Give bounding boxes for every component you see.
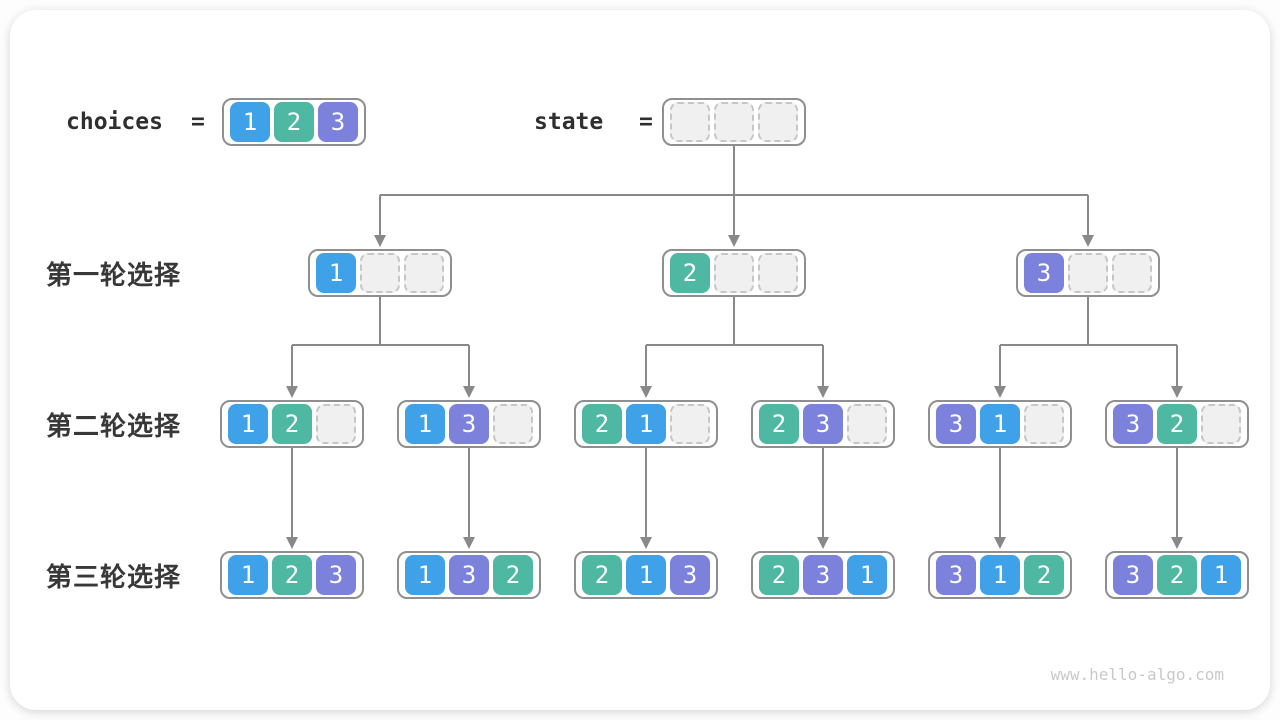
cell-empty <box>1024 404 1064 444</box>
cell-value-2: 2 <box>582 404 622 444</box>
round1-box-2: 2 <box>662 249 806 297</box>
cell-value-3: 3 <box>449 555 489 595</box>
cell-empty <box>714 253 754 293</box>
cell-value-3: 3 <box>449 404 489 444</box>
cell-empty <box>758 102 798 142</box>
cell-value-2: 2 <box>670 253 710 293</box>
cell-value-3: 3 <box>803 555 843 595</box>
cell-empty <box>360 253 400 293</box>
choices-equals-sign: = <box>191 109 205 135</box>
cell-value-3: 3 <box>316 555 356 595</box>
cell-value-3: 3 <box>1113 404 1153 444</box>
cell-value-2: 2 <box>759 555 799 595</box>
state-array-box <box>662 98 806 146</box>
cell-empty <box>1112 253 1152 293</box>
cell-empty <box>758 253 798 293</box>
state-label: state <box>534 109 604 135</box>
round-3-label: 第三轮选择 <box>46 561 182 592</box>
cell-value-3: 3 <box>1024 253 1064 293</box>
cell-value-3: 3 <box>318 102 358 142</box>
cell-value-2: 2 <box>1157 404 1197 444</box>
cell-value-2: 2 <box>272 404 312 444</box>
round1-box-1: 1 <box>308 249 452 297</box>
cell-value-1: 1 <box>980 555 1020 595</box>
cell-value-1: 1 <box>228 555 268 595</box>
cell-value-1: 1 <box>405 404 445 444</box>
round1-box-3: 3 <box>1016 249 1160 297</box>
cell-empty <box>714 102 754 142</box>
cell-empty <box>847 404 887 444</box>
cell-value-1: 1 <box>230 102 270 142</box>
cell-value-1: 1 <box>847 555 887 595</box>
round-2-label: 第二轮选择 <box>46 410 182 441</box>
cell-empty <box>670 102 710 142</box>
cell-empty <box>1201 404 1241 444</box>
state-equals-sign: = <box>639 109 653 135</box>
cell-value-1: 1 <box>316 253 356 293</box>
watermark-url: www.hello-algo.com <box>1050 665 1224 684</box>
cell-value-2: 2 <box>272 555 312 595</box>
cell-value-1: 1 <box>1201 555 1241 595</box>
cell-value-2: 2 <box>1024 555 1064 595</box>
cell-value-3: 3 <box>803 404 843 444</box>
cell-value-2: 2 <box>582 555 622 595</box>
cell-value-2: 2 <box>493 555 533 595</box>
cell-value-1: 1 <box>980 404 1020 444</box>
cell-empty <box>493 404 533 444</box>
cell-empty <box>404 253 444 293</box>
cell-value-2: 2 <box>274 102 314 142</box>
cell-value-3: 3 <box>1113 555 1153 595</box>
cell-empty <box>1068 253 1108 293</box>
cell-empty <box>316 404 356 444</box>
cell-value-2: 2 <box>1157 555 1197 595</box>
cell-value-2: 2 <box>759 404 799 444</box>
cell-value-1: 1 <box>626 404 666 444</box>
cell-empty <box>670 404 710 444</box>
cell-value-1: 1 <box>405 555 445 595</box>
cell-value-3: 3 <box>936 555 976 595</box>
figure-card: choices = state = 第一轮选择 第二轮选择 第三轮选择 www.… <box>10 10 1270 710</box>
cell-value-3: 3 <box>936 404 976 444</box>
cell-value-1: 1 <box>626 555 666 595</box>
choices-label: choices <box>66 109 163 135</box>
round-1-label: 第一轮选择 <box>46 259 182 290</box>
cell-value-3: 3 <box>670 555 710 595</box>
cell-value-1: 1 <box>228 404 268 444</box>
